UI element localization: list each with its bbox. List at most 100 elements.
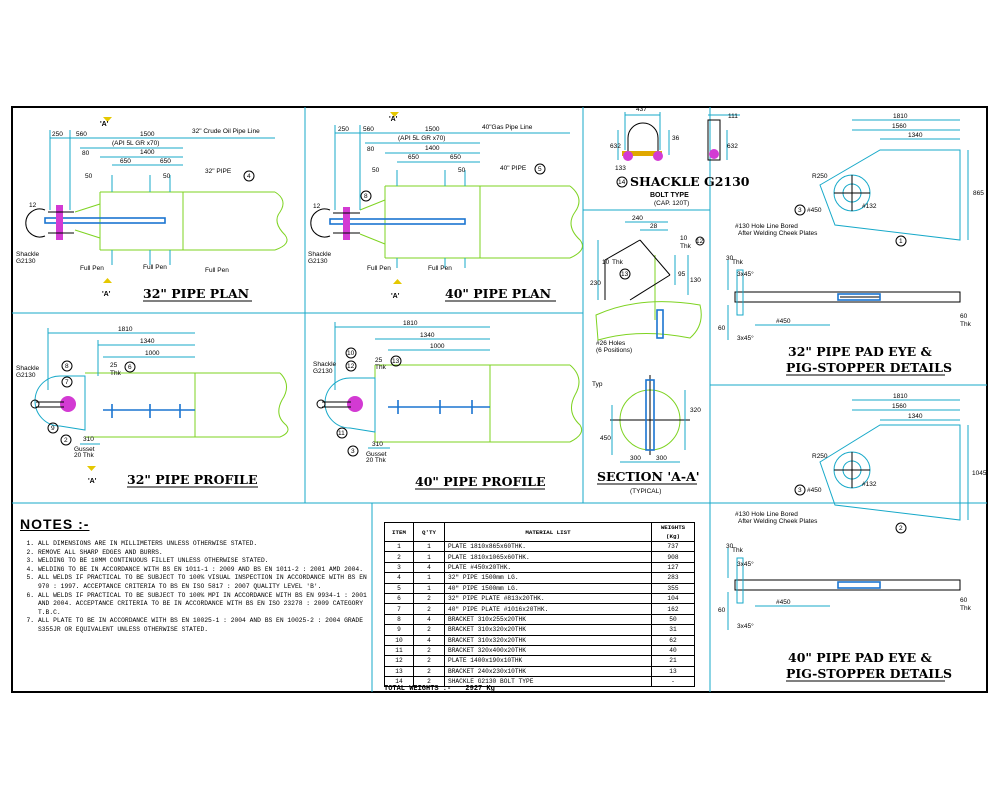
dim-310: 310 <box>372 441 383 448</box>
total-weight-row: TOTAL WEIGHTS :- 2927 Kg <box>384 685 505 693</box>
cell-weight: 908 <box>651 551 695 563</box>
dim-1810: 1810 <box>118 326 133 333</box>
note-text: ALL PLATE TO BE IN ACCORDANCE WITH BS EN… <box>38 617 363 633</box>
cell-item: 12 <box>384 655 414 667</box>
cell-qty: 1 <box>413 572 445 584</box>
gusset-label-line2: 20 Thk <box>74 452 95 459</box>
note-item: 5.ALL WELDS IF PRACTICAL TO BE SUBJECT T… <box>18 574 368 591</box>
item-balloon-6: 6 <box>128 364 132 371</box>
pad-eye-plate <box>329 170 466 268</box>
view-section-a-a: 240 28 10 12 Thk 10 Thk 13 230 95 130 #2… <box>590 215 705 495</box>
dim-130: 130 <box>690 277 701 284</box>
dim-300-a: 300 <box>630 455 641 462</box>
dim-60-b: 60 <box>960 313 968 320</box>
dim-d132: #132 <box>862 481 877 488</box>
dim-560: 560 <box>76 131 87 138</box>
table-header-row: ITEM Q'TY MATERIAL LIST WEIGHTS (Kg) <box>384 522 695 542</box>
dim-230: 230 <box>590 280 601 287</box>
section-mark-top: 'A' <box>389 116 398 123</box>
view-title-line1: 32" PIPE PAD EYE & <box>788 344 932 359</box>
chamfer-a: 3x45° <box>737 270 754 278</box>
dim-111: 111 <box>728 113 738 120</box>
notes-list: 1.ALL DIMENSIONS ARE IN MILLIMETERS UNLE… <box>18 540 368 635</box>
dim-1400: 1400 <box>425 145 440 152</box>
dimension-lines <box>47 328 195 445</box>
note-number: 3. <box>26 557 34 565</box>
chamfer-a: 3x45° <box>737 560 754 568</box>
pipe-body <box>359 185 583 259</box>
dim-10: 10 <box>680 235 688 242</box>
chamfer-b: 3x45° <box>737 622 754 630</box>
cell-qty: 4 <box>413 634 445 646</box>
dim-25: 25 <box>375 357 383 364</box>
shackle-capacity: (CAP. 120T) <box>654 200 689 207</box>
holes-label-line1: #26 Holes <box>596 340 626 347</box>
dim-1810: 1810 <box>403 320 418 327</box>
note-number: 7. <box>26 617 34 625</box>
dim-25: 25 <box>110 362 118 369</box>
section-title: SECTION 'A-A' <box>597 469 700 484</box>
cell-weight: 283 <box>651 572 695 584</box>
item-balloon-2: 2 <box>899 525 903 532</box>
cell-material: 40" PIPE PLATE #1016x20THK. <box>444 603 652 615</box>
view-40-pipe-plan: 250 560 1500 80 1400 650 650 50 50 12 (A… <box>308 112 583 302</box>
dim-d450: #450 <box>807 487 822 494</box>
item-balloon-5: 5 <box>538 166 542 173</box>
dim-320: 320 <box>690 407 701 414</box>
section-arrow <box>103 117 112 122</box>
dim-1340: 1340 <box>908 413 923 420</box>
dim-28: 28 <box>650 223 658 230</box>
cell-qty: 4 <box>413 613 445 626</box>
cell-weight: 737 <box>651 540 695 553</box>
dim-10-thk: 10 <box>602 259 610 266</box>
section-mark-bottom: 'A' <box>391 293 400 300</box>
cell-material: BRACKET 310x320x20THK <box>444 634 652 646</box>
note-item: 6.ALL WELDS IF PRACTICAL TO BE SUBJECT T… <box>18 592 368 618</box>
item-balloon-9: 9 <box>51 425 55 432</box>
frame-dividers <box>12 107 987 692</box>
note-number: 5. <box>26 574 34 582</box>
note-item: 1.ALL DIMENSIONS ARE IN MILLIMETERS UNLE… <box>18 540 368 549</box>
dim-60: 60 <box>718 325 726 332</box>
item-balloon-13: 13 <box>392 358 400 365</box>
cell-weight: 62 <box>651 634 695 646</box>
cell-qty: 2 <box>413 592 445 605</box>
shackle-subtitle: BOLT TYPE <box>650 192 689 199</box>
pipe-line-label: 32" Crude Oil Pipe Line <box>192 128 260 135</box>
dim-d450-b: #450 <box>776 599 791 606</box>
dim-1810: 1810 <box>893 113 908 120</box>
cell-qty: 2 <box>413 603 445 615</box>
shackle-label-line2: G2130 <box>308 258 328 265</box>
cell-qty: 2 <box>413 665 445 678</box>
chamfer-b: 3x45° <box>737 334 754 342</box>
pipe-line-label: 40"Gas Pipe Line <box>482 124 533 131</box>
dim-80: 80 <box>367 146 375 153</box>
cell-material: PLATE #450x20THK. <box>444 561 652 574</box>
item-balloon-8: 8 <box>65 363 69 370</box>
dim-12: 12 <box>313 203 321 210</box>
cell-material: PLATE 1400x190x10THK <box>444 655 652 667</box>
full-pen-label-2: Full Pen <box>428 265 452 272</box>
dim-650-b: 650 <box>160 158 171 165</box>
pad-eye-plate <box>30 375 86 431</box>
cell-material: PLATE 1810x1065x60THK. <box>444 551 652 563</box>
dim-50-a: 50 <box>85 173 93 180</box>
cell-material: 40" PIPE 1500mm LG. <box>444 582 652 594</box>
header-weight: WEIGHTS (Kg) <box>651 522 695 542</box>
shackle-label-line2: G2130 <box>16 258 36 265</box>
dim-50-b: 50 <box>458 167 466 174</box>
dim-1560: 1560 <box>892 403 907 410</box>
cell-material: BRACKET 240x230x10THK <box>444 665 652 678</box>
pipe-callout: 40" PIPE <box>500 165 527 172</box>
cell-weight: 31 <box>651 624 695 636</box>
cell-qty: 1 <box>413 582 445 594</box>
dim-300-b: 300 <box>656 455 667 462</box>
note-text: REMOVE ALL SHARP EDGES AND BURRS. <box>38 548 163 556</box>
